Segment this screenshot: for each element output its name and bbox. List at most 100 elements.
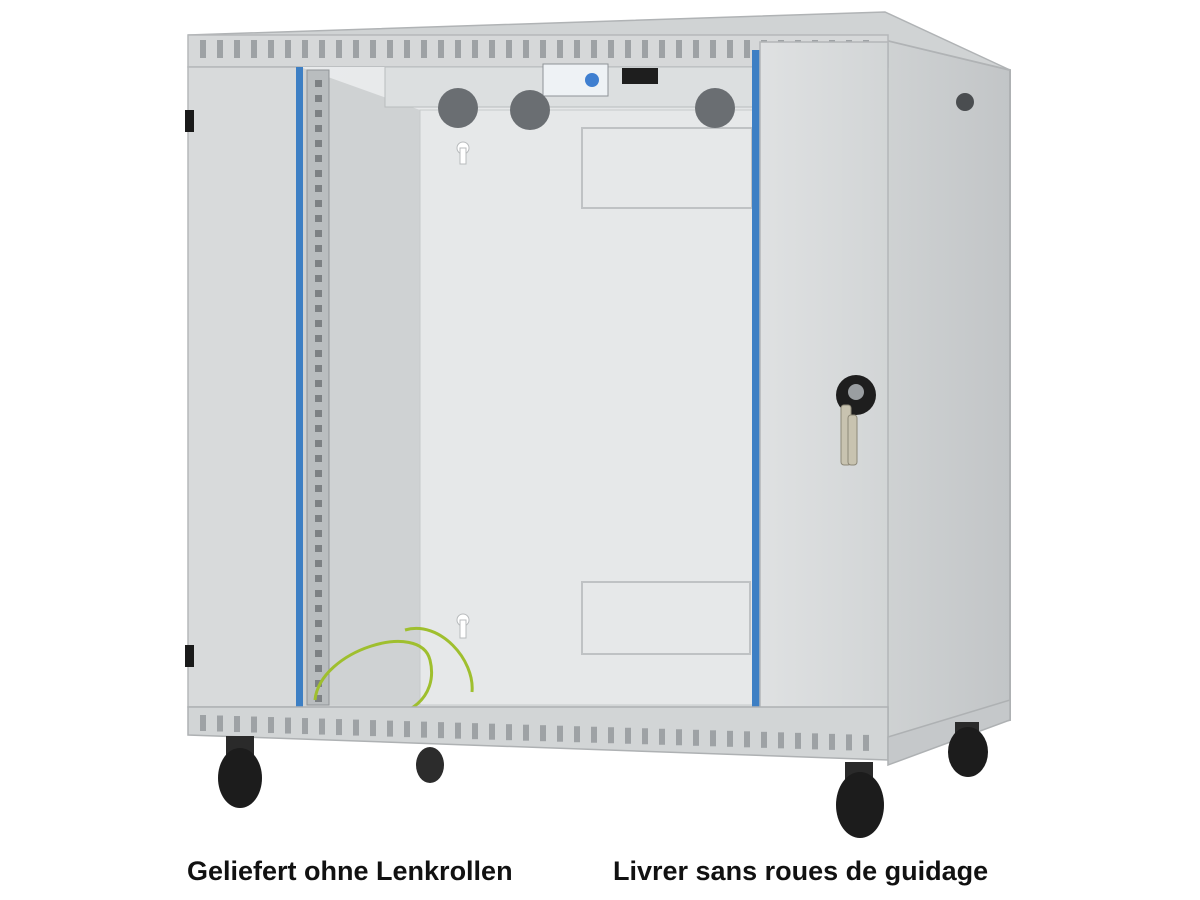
rail-hole [315, 320, 322, 327]
rail-hole [315, 605, 322, 612]
vent-slot [455, 40, 461, 58]
vent-slot [370, 720, 376, 737]
rail-hole [315, 380, 322, 387]
vent-slot [370, 40, 376, 58]
vent-slot [336, 40, 342, 58]
rail-hole [315, 575, 322, 582]
vent-slot [217, 40, 223, 58]
rail-hole [315, 170, 322, 177]
rail-hole [315, 650, 322, 657]
vent-slot [642, 40, 648, 58]
rail-hole [315, 590, 322, 597]
rail-hole [315, 95, 322, 102]
vent-slot [540, 40, 546, 58]
vent-slot [489, 723, 495, 740]
rail-hole [315, 560, 322, 567]
vent-slot [523, 724, 529, 741]
rail-hole [315, 275, 322, 282]
vent-slot [812, 733, 818, 750]
bottom-vent-slots [200, 715, 869, 751]
vent-slot [489, 40, 495, 58]
vent-slot [472, 40, 478, 58]
caster-front-right [836, 762, 884, 838]
vent-slot [285, 717, 291, 734]
vent-slot [285, 40, 291, 58]
vent-slot [829, 733, 835, 750]
vent-slot [744, 40, 750, 58]
vent-slot [472, 723, 478, 740]
vent-slot [642, 728, 648, 745]
vent-slot [438, 40, 444, 58]
vent-slot [778, 732, 784, 749]
vent-slot [727, 40, 733, 58]
rail-hole [315, 455, 322, 462]
rail-hole [315, 365, 322, 372]
vent-slot [540, 725, 546, 742]
hinge-top-icon [185, 110, 194, 132]
vent-slot [506, 40, 512, 58]
vent-slot [710, 730, 716, 747]
rail-hole [315, 335, 322, 342]
front-door [759, 41, 889, 738]
glass-trim-right [752, 50, 760, 722]
cabinet-bottom-frame [187, 698, 1011, 767]
vent-slot [251, 716, 257, 733]
rail-hole [315, 470, 322, 477]
vent-slot [557, 40, 563, 58]
vent-slot [302, 40, 308, 58]
rail-hole [315, 680, 322, 687]
caption-french: Livrer sans roues de guidage [613, 856, 989, 886]
cabinet-right-side [884, 38, 1011, 742]
rail-hole [315, 500, 322, 507]
vent-slot [319, 40, 325, 58]
rail-hole [315, 530, 322, 537]
vent-slot [574, 726, 580, 743]
vent-slot [659, 728, 665, 745]
vent-slot [625, 40, 631, 58]
vent-slot [608, 40, 614, 58]
vent-slot [625, 727, 631, 744]
vent-slot [200, 715, 206, 731]
vent-slot [693, 40, 699, 58]
rail-hole [315, 125, 322, 132]
rail-hole [315, 515, 322, 522]
rail-hole [315, 200, 322, 207]
vent-slot [744, 731, 750, 748]
lock-hole-icon [956, 93, 974, 111]
rail-hole [315, 290, 322, 297]
vent-slot [659, 40, 665, 58]
vent-slot [676, 729, 682, 746]
caster-rear-right [948, 722, 988, 777]
keyhole-mount-top [456, 141, 470, 165]
vent-slot [387, 720, 393, 737]
rail-hole [315, 425, 322, 432]
vent-slot [421, 40, 427, 58]
rail-hole [315, 140, 322, 147]
rail-hole [315, 215, 322, 222]
vent-slot [217, 715, 223, 732]
vent-slot [557, 725, 563, 742]
vent-slot [200, 40, 206, 58]
vent-slot [710, 40, 716, 58]
rail-hole [315, 185, 322, 192]
rack-rail [306, 69, 330, 706]
rail-hole [315, 665, 322, 672]
vent-slot [608, 727, 614, 744]
rail-hole [315, 620, 322, 627]
vent-slot [523, 40, 529, 58]
vent-slot [455, 722, 461, 739]
hinge-bottom-icon [185, 645, 194, 667]
vent-slot [302, 718, 308, 735]
cabinet-left-panel [185, 66, 301, 708]
caster-rear-left [416, 747, 444, 783]
vent-slot [336, 719, 342, 736]
vent-slot [438, 722, 444, 739]
rail-hole [315, 395, 322, 402]
rail-hole [315, 440, 322, 447]
rail-hole [315, 80, 322, 87]
vent-slot [251, 40, 257, 58]
vent-slot [591, 726, 597, 743]
rail-hole [315, 635, 322, 642]
cabinet-interior [300, 67, 756, 720]
